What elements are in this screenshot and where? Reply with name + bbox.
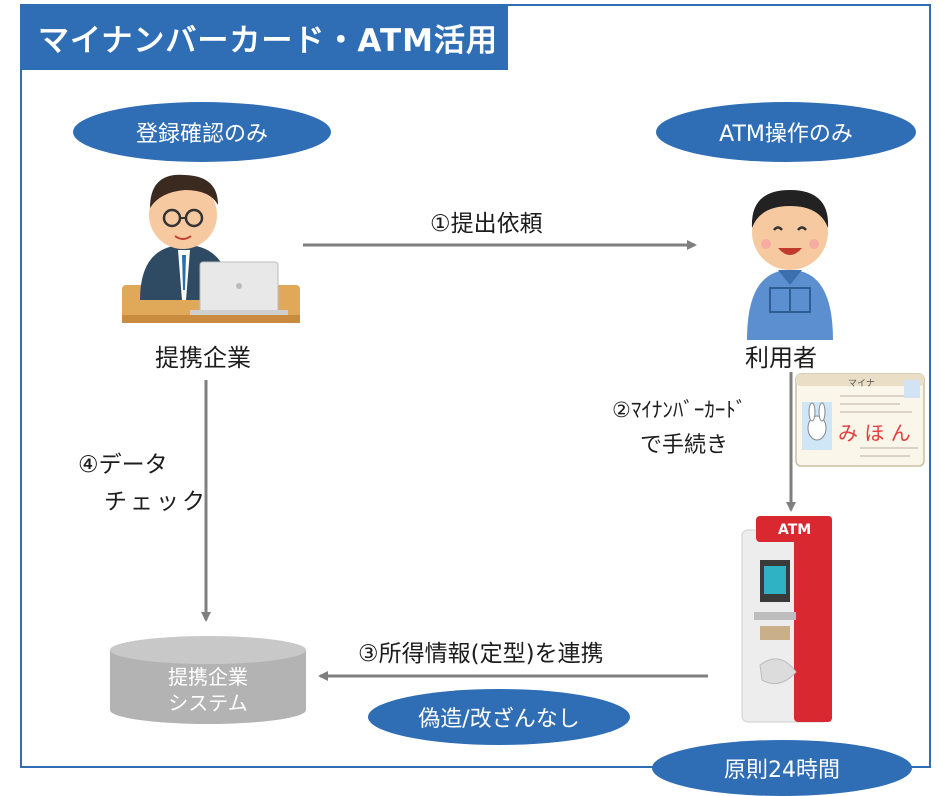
atm-machine-icon xyxy=(741,516,832,723)
company-person-icon xyxy=(122,174,300,323)
database-label-line1: 提携企業 xyxy=(168,665,248,689)
my-number-card-icon xyxy=(795,373,925,467)
request-label: ①提出依頼 xyxy=(430,211,543,237)
data-check-label-line1: ④データ xyxy=(78,452,168,478)
fraud-free-badge: 偽造/改ざんなし xyxy=(368,689,630,745)
atm-sign: ATM xyxy=(778,522,811,538)
card-name: マイナ xyxy=(848,378,875,389)
database-label-line2: システム xyxy=(168,691,248,715)
user-label: 利用者 xyxy=(745,344,817,372)
database-label: 提携企業 システム xyxy=(110,664,306,716)
user-person-icon xyxy=(747,190,833,340)
user-role-badge: ATM操作のみ xyxy=(656,102,916,162)
transfer-label: ③所得情報(定型)を連携 xyxy=(358,641,604,667)
card-sample-stamp: み ほ ん xyxy=(838,421,911,445)
card-procedure-label-line1: ②ﾏｲﾅﾝﾊﾞｰｶｰﾄﾞ xyxy=(612,398,747,422)
card-procedure-label-line2: で手続き xyxy=(640,433,729,458)
diagram-title: マイナンバーカード・ATM活用 xyxy=(20,4,508,70)
data-check-label-line2: チェック xyxy=(104,489,208,515)
company-role-badge: 登録確認のみ xyxy=(73,102,331,162)
company-label: 提携企業 xyxy=(155,344,251,372)
database-icon xyxy=(110,636,306,724)
